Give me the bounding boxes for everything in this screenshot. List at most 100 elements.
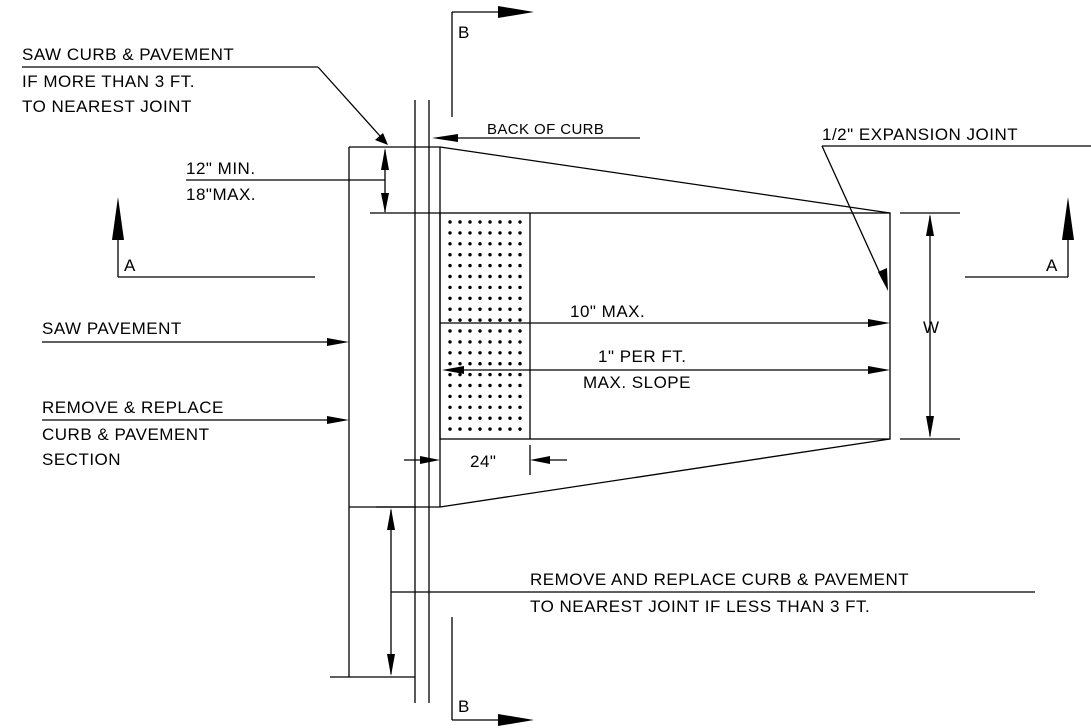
warning-dot [448,427,452,431]
warning-dot [448,274,452,279]
warning-dot [498,263,502,268]
warning-dot [478,340,482,344]
warning-dot [498,318,502,322]
warning-dot [508,416,512,420]
warning-dot [498,416,502,420]
warning-dot [458,416,462,420]
warning-dot [478,285,482,290]
warning-dot [508,329,512,333]
warning-dot [478,383,482,388]
warning-dot [488,253,492,257]
warning-dot [488,427,492,431]
warning-dot [478,405,482,409]
warning-dot [518,242,522,246]
warning-dot [458,296,462,300]
warning-dot [518,318,522,322]
warning-dot [488,416,492,420]
warning-dot [478,220,482,224]
warning-dot [468,274,472,279]
warning-dot [488,394,492,399]
ten-max-arrow: 10" MAX. [440,302,890,327]
warning-dot [468,362,472,366]
warning-dot [518,231,522,235]
warning-dot [518,296,522,300]
warning-dot [498,405,502,409]
warning-dot [458,351,462,355]
warning-dot [448,307,452,311]
warning-dot [518,427,522,431]
warning-dot [448,340,452,344]
warning-dot [498,351,502,355]
back-of-curb-note: BACK OF CURB [432,121,640,142]
warning-dot [458,372,462,377]
min-max-dimension: 12" MIN. 18"MAX. [186,148,440,214]
ten-max-label: 10" MAX. [570,302,645,321]
warning-dot [498,274,502,279]
warning-dot [508,296,512,300]
warning-dot [478,253,482,257]
section-a-left-marker: A [112,197,315,278]
curb-lines [348,100,441,703]
warning-dot [458,274,462,279]
warning-dot [468,416,472,420]
warning-dot [448,394,452,399]
remove-nearest-line1: REMOVE AND REPLACE CURB & PAVEMENT [530,570,909,589]
warning-dot [448,296,452,300]
back-of-curb-label: BACK OF CURB [487,121,604,138]
warning-dot [448,351,452,355]
warning-dot [468,427,472,431]
section-b-top-marker: B [451,6,534,117]
warning-dot [508,307,512,311]
width-dimension: W [900,212,960,440]
warning-dot [498,362,502,366]
warning-dot [448,242,452,246]
saw-pavement-label: SAW PAVEMENT [42,319,182,338]
warning-dot [458,394,462,399]
warning-dot [498,329,502,333]
warning-dot [488,362,492,366]
warning-dot [498,296,502,300]
warning-dot [458,329,462,333]
warning-dot [448,231,452,235]
warning-dot [508,427,512,431]
saw-curb-line3: TO NEAREST JOINT [22,97,192,116]
warning-dot [508,220,512,224]
remove-nearest-line2: TO NEAREST JOINT IF LESS THAN 3 FT. [530,597,870,616]
warning-dot [498,394,502,399]
warning-dot [468,394,472,399]
slope-line2: MAX. SLOPE [583,373,691,392]
warning-dot [498,307,502,311]
ramp-outline [439,146,891,508]
warning-dot [468,296,472,300]
warning-dot [468,263,472,268]
warning-dot [448,329,452,333]
warning-dot [508,405,512,409]
warning-dot [518,307,522,311]
warning-dot [478,274,482,279]
warning-dot [508,253,512,257]
remove-replace-section-note: REMOVE & REPLACE CURB & PAVEMENT SECTION [42,398,349,469]
warning-dot [508,340,512,344]
saw-curb-line2: IF MORE THAN 3 FT. [22,72,195,91]
warning-dot [508,263,512,268]
warning-dot [448,253,452,257]
warning-dot [468,340,472,344]
warning-dot [478,296,482,300]
warning-dot [488,242,492,246]
warning-dot [478,318,482,322]
warning-dot [518,253,522,257]
remove-replace-line3: SECTION [42,450,121,469]
section-b-bottom-label: B [458,697,470,716]
warning-dot [508,351,512,355]
warning-dot [518,416,522,420]
warning-dot [508,231,512,235]
remove-replace-line2: CURB & PAVEMENT [42,425,209,444]
warning-dot [518,405,522,409]
warning-dot [448,362,452,366]
saw-curb-note: SAW CURB & PAVEMENT IF MORE THAN 3 FT. T… [22,45,388,145]
warning-dot [508,372,512,377]
warning-dot [508,318,512,322]
warning-dot [488,329,492,333]
warning-dot [508,362,512,366]
